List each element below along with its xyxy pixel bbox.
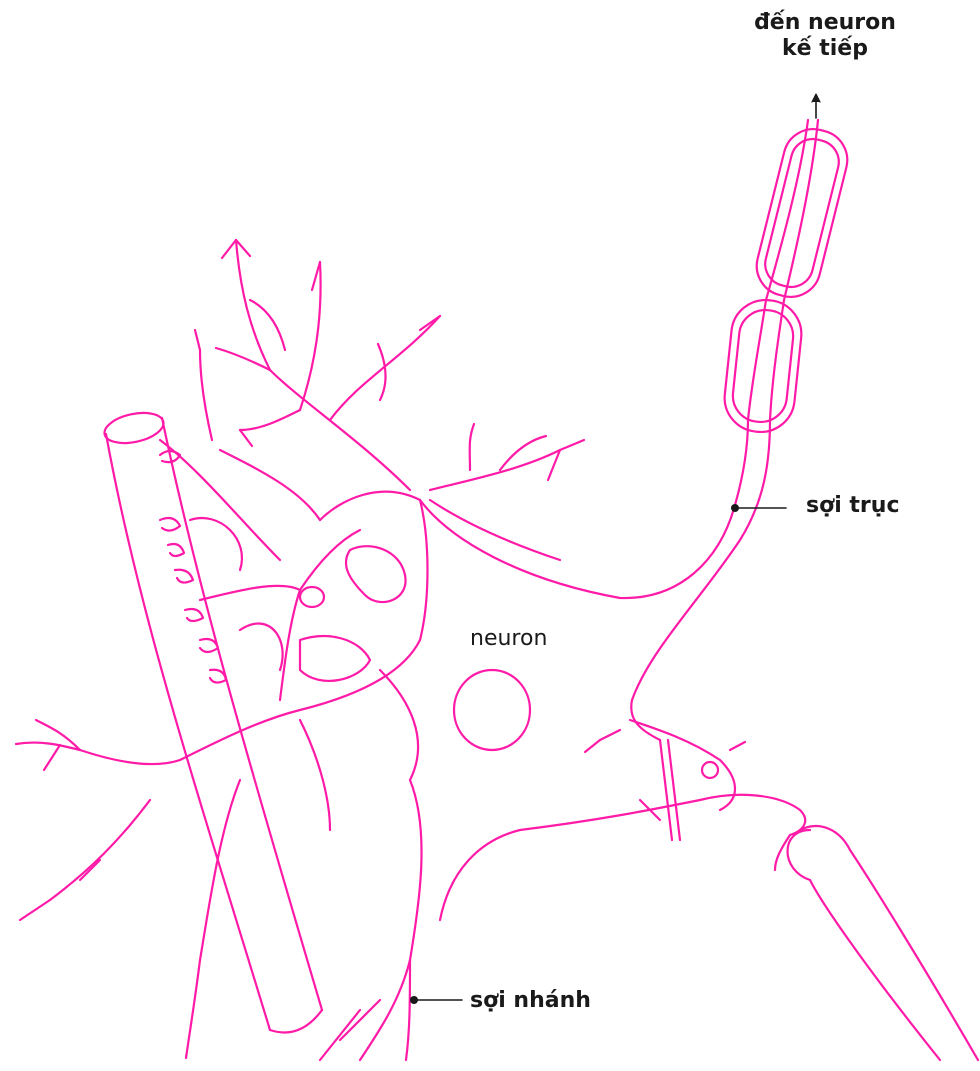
label-next-neuron-line1: đến neuron xyxy=(740,10,910,36)
lower-left-dendrites xyxy=(16,720,330,1058)
axon-terminal xyxy=(585,720,978,1060)
right-dendrites xyxy=(430,424,584,560)
axon xyxy=(721,120,853,435)
lower-dendrites xyxy=(320,960,410,1060)
label-axon: sợi trục xyxy=(806,493,899,519)
label-dendrite: sợi nhánh xyxy=(470,988,591,1014)
myelin-sheath-upper xyxy=(750,123,853,303)
label-next-neuron-line2: kế tiếp xyxy=(740,36,910,62)
upper-dendrites xyxy=(195,240,440,490)
leader-lines xyxy=(410,94,820,1004)
label-next-neuron: đến neuron kế tiếp xyxy=(740,10,910,63)
label-neuron: neuron xyxy=(470,626,547,652)
nucleus xyxy=(454,670,530,750)
dendrite-marker xyxy=(410,996,418,1004)
cell-body xyxy=(80,420,770,960)
glial-cell xyxy=(160,440,428,700)
axon-marker xyxy=(731,504,739,512)
blood-vessel xyxy=(102,408,322,1032)
